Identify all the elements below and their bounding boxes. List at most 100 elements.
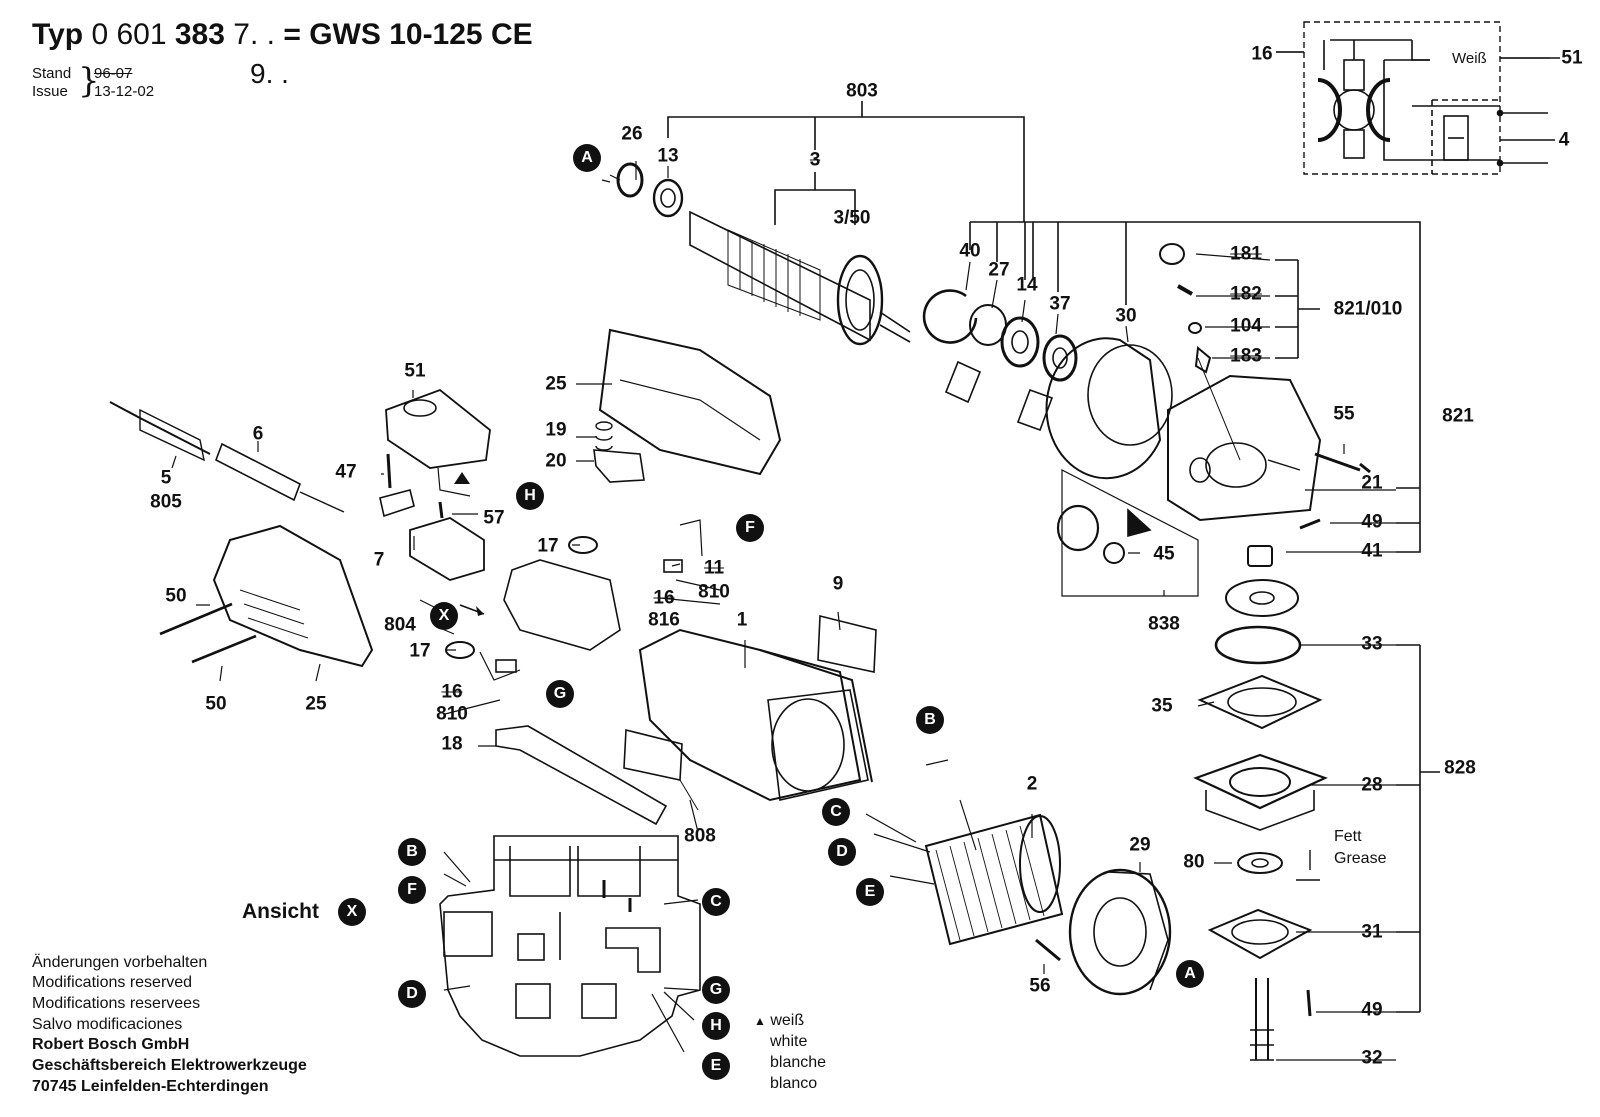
label-804: 804 (384, 614, 416, 636)
label-55: 55 (1333, 403, 1355, 425)
armature-drawing (616, 162, 911, 346)
label-20: 20 (545, 450, 567, 472)
callout-f-brush: F (736, 514, 764, 542)
issue-date: 13-12-02 (94, 83, 155, 100)
label-51-switch: 51 (404, 360, 426, 382)
label-810-upper: 810 (698, 581, 730, 603)
label-821: 821 (1442, 405, 1474, 427)
label-816: 816 (648, 609, 680, 631)
callout-c-view: C (702, 888, 730, 916)
label-27: 27 (988, 259, 1010, 281)
white-de: weiß (770, 1012, 805, 1029)
label-7: 7 (373, 549, 385, 571)
equals-sign: = (283, 18, 301, 51)
label-821-010: 821/010 (1333, 298, 1403, 320)
callout-c-stator: C (822, 798, 850, 826)
label-56: 56 (1029, 975, 1051, 997)
callout-e-view: E (702, 1052, 730, 1080)
label-805: 805 (150, 491, 182, 513)
stand-date: 96-07 (94, 65, 133, 82)
label-3: 3 (809, 149, 821, 171)
callout-d-stator: D (828, 838, 856, 866)
footer-line-4: Salvo modificaciones (32, 1016, 183, 1033)
label-18: 18 (441, 733, 463, 755)
view-label: Ansicht (242, 900, 320, 923)
label-11: 11 (703, 557, 725, 579)
label-35: 35 (1151, 695, 1173, 717)
white-marker-icon (454, 472, 470, 484)
label-32: 32 (1361, 1047, 1383, 1069)
label-30: 30 (1115, 305, 1137, 327)
label-183: 183 (1230, 345, 1262, 367)
wiring-diagram (1276, 21, 1560, 175)
label-51-wiring: 51 (1561, 47, 1583, 69)
callout-b-view: B (398, 838, 426, 866)
label-25-lower: 25 (305, 693, 327, 715)
variant-1: 7. . (233, 18, 275, 51)
label-47: 47 (335, 461, 357, 483)
callout-d-view: D (398, 980, 426, 1008)
label-45: 45 (1153, 543, 1175, 565)
motor-housing-drawing (638, 628, 873, 802)
callout-x-view: X (338, 898, 366, 926)
callout-a-top: A (573, 144, 601, 172)
label-41: 41 (1361, 540, 1383, 562)
brace: } (78, 61, 100, 101)
white-marker-glyph: ▲ (754, 1014, 766, 1028)
view-x-schematic (439, 835, 701, 1057)
label-838: 838 (1148, 613, 1180, 635)
part-number: 0 601 (91, 18, 167, 51)
label-2: 2 (1026, 773, 1038, 795)
callout-g-brush: G (546, 680, 574, 708)
footer-line-1: Änderungen vorbehalten (32, 954, 208, 971)
footer-address: 70745 Leinfelden-Echterdingen (32, 1078, 269, 1095)
white-fr: blanche (770, 1054, 827, 1071)
label-49-lower: 49 (1361, 999, 1383, 1021)
callout-b-stator: B (916, 706, 944, 734)
label-50-lower: 50 (205, 693, 227, 715)
label-14: 14 (1016, 274, 1038, 296)
label-33: 33 (1361, 633, 1383, 655)
label-29: 29 (1129, 834, 1151, 856)
label-808: 808 (684, 825, 716, 847)
label-181: 181 (1230, 243, 1262, 265)
white-en: white (770, 1033, 808, 1050)
label-6: 6 (252, 423, 264, 445)
grease-en: Grease (1334, 850, 1387, 867)
label-810-lower: 810 (436, 703, 468, 725)
callout-h-view: H (702, 1012, 730, 1040)
callout-h-switch: H (516, 482, 544, 510)
label-16-lower: 16 (441, 681, 463, 703)
grease-de: Fett (1334, 828, 1362, 845)
stator-drawing (865, 759, 1064, 946)
label-50-upper: 50 (165, 585, 187, 607)
footer-division: Geschäftsbereich Elektrowerkzeuge (32, 1057, 307, 1074)
label-31: 31 (1361, 921, 1383, 943)
label-57: 57 (483, 507, 505, 529)
stand-label: Stand (32, 65, 72, 82)
leader-lines (171, 51, 1550, 1061)
label-16-wiring: 16 (1251, 43, 1273, 65)
footer-company: Robert Bosch GmbH (32, 1036, 190, 1053)
variant-2: 9. . (250, 58, 289, 89)
label-37: 37 (1049, 293, 1071, 315)
label-803: 803 (846, 80, 878, 102)
label-9: 9 (832, 573, 844, 595)
label-49-upper: 49 (1361, 511, 1383, 533)
footer-line-2: Modifications reserved (32, 974, 193, 991)
label-4: 4 (1558, 129, 1570, 151)
label-5: 5 (160, 467, 172, 489)
callout-e-stator: E (856, 878, 884, 906)
label-28: 28 (1361, 774, 1383, 796)
label-17-upper: 17 (537, 535, 559, 557)
footer-line-3: Modifications reservees (32, 995, 201, 1012)
issue-label: Issue (32, 83, 68, 100)
label-1: 1 (736, 609, 748, 631)
label-828: 828 (1444, 757, 1476, 779)
white-legend: ▲ weiß (754, 1010, 804, 1032)
label-40: 40 (959, 240, 981, 262)
callout-g-view: G (702, 976, 730, 1004)
model-name: GWS 10-125 CE (309, 18, 533, 51)
